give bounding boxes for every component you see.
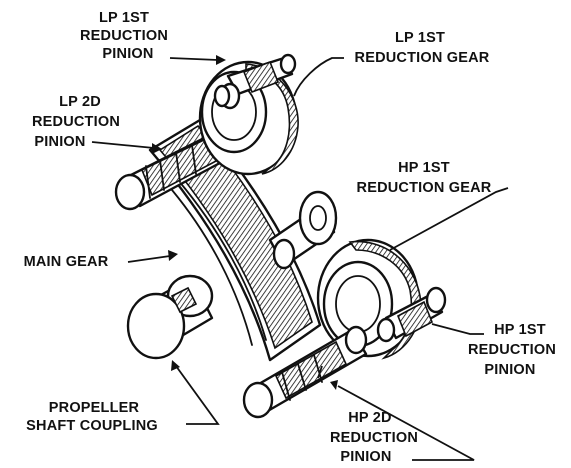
label-line: REDUCTION [330,430,418,446]
hp-1st-reduction-pinion [376,286,447,343]
label-line: REDUCTION [468,342,556,358]
label-line: SHAFT COUPLING [26,418,158,434]
main-gear [148,118,322,362]
label-main-gear: MAIN GEAR [24,254,109,270]
label-line: LP 1ST [99,10,149,26]
lp-1st-reduction-pinion [213,53,297,110]
label-line: PROPELLER [49,400,140,416]
label-lp-1st-reduction-pinion: LP 1ST REDUCTION PINION [80,10,168,62]
label-line: LP 2D [59,94,101,110]
label-lp-2d-reduction-pinion: LP 2D REDUCTION PINION [32,94,120,150]
leader-lines [91,55,509,461]
label-line: HP 2D [348,410,391,426]
main-shaft-flange [268,190,338,270]
label-line: PINION [484,362,535,378]
label-line: REDUCTION [80,28,168,44]
label-hp-1st-reduction-pinion: HP 1ST REDUCTION PINION [468,322,556,378]
label-propeller-shaft-coupling: PROPELLER SHAFT COUPLING [26,400,158,434]
label-line: MAIN GEAR [24,254,109,270]
label-hp-2d-reduction-pinion: HP 2D REDUCTION PINION [330,410,418,465]
label-hp-1st-reduction-gear: HP 1ST REDUCTION GEAR [357,160,492,196]
propeller-shaft-coupling [126,274,214,360]
label-line: REDUCTION GEAR [355,50,490,66]
label-line: HP 1ST [398,160,450,176]
label-line: LP 1ST [395,30,445,46]
label-line: PINION [34,134,85,150]
label-line: HP 1ST [494,322,546,338]
label-line: REDUCTION [32,114,120,130]
label-line: PINION [102,46,153,62]
hp-2d-reduction-pinion [242,325,368,419]
label-line: PINION [340,449,391,465]
label-lp-1st-reduction-gear: LP 1ST REDUCTION GEAR [355,30,490,66]
label-line: REDUCTION GEAR [357,180,492,196]
